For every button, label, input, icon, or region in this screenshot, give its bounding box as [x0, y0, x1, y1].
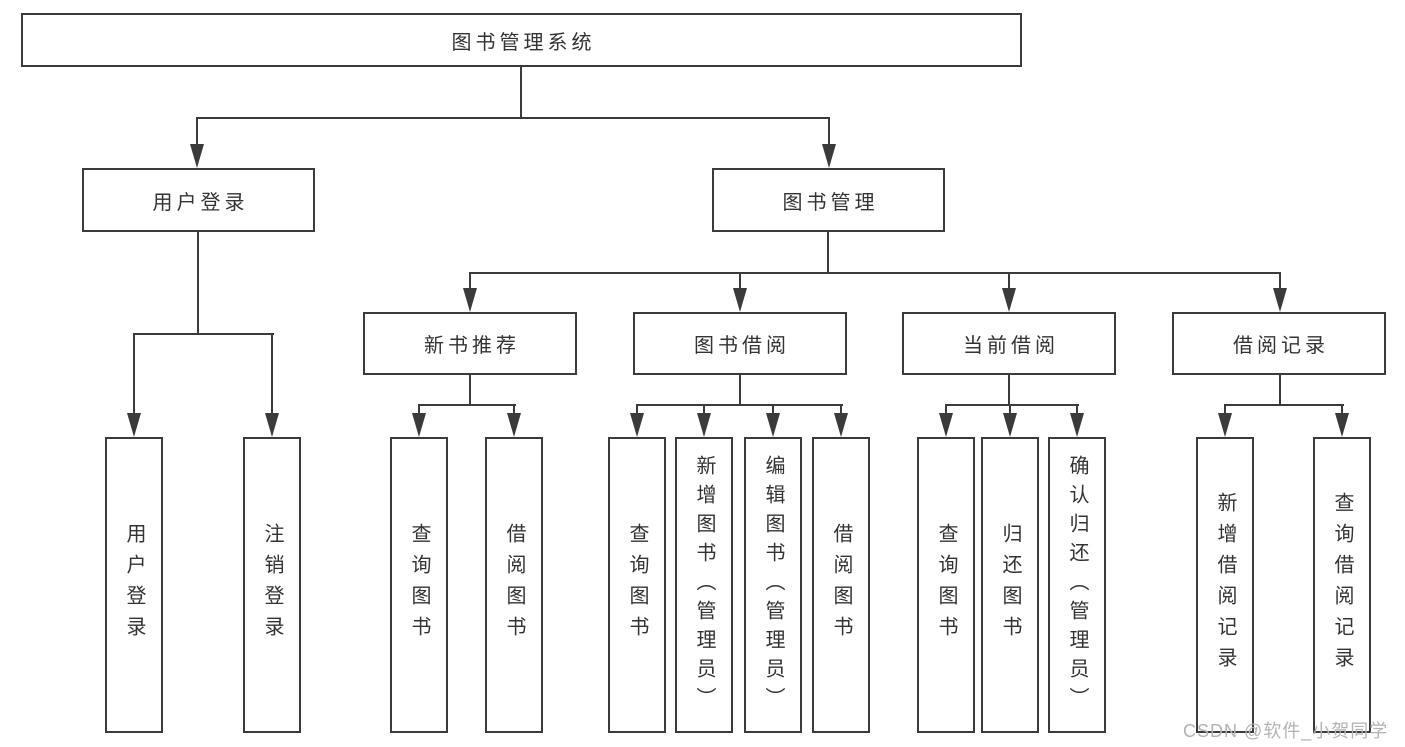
leaf-query-record: 查询借阅记录 — [1313, 437, 1371, 733]
connector-drop-book-borrow — [739, 273, 741, 290]
leaf-borrow-book-2: 借阅图书 — [812, 437, 870, 733]
connector-user-login-stem — [197, 232, 199, 335]
connector-book-mgmt-stem — [827, 232, 829, 274]
connector-drop-leaf-user-login — [133, 334, 135, 414]
leaf-query-book-3-label: 查询图书 — [935, 523, 957, 647]
csdn-watermark: CSDN @软件_小贺同学 — [1183, 721, 1389, 741]
node-current-borrow-label: 当前借阅 — [963, 335, 1059, 357]
connector-drop-current-borrow — [1008, 273, 1010, 290]
arrow-leaf-user-login — [127, 413, 141, 437]
connector-drop-add-record — [1224, 405, 1226, 415]
connector-drop-leaf-logout — [271, 334, 273, 414]
connector-drop-borrow-book-2 — [840, 405, 842, 415]
arrow-borrow-book-2 — [834, 413, 848, 437]
node-root: 图书管理系统 — [21, 13, 1022, 67]
leaf-edit-book: 编辑图书（管理员） — [744, 437, 802, 733]
connector-new-book-rec-branch — [418, 404, 516, 406]
connector-root-stem — [520, 67, 522, 119]
leaf-borrow-book-1-label: 借阅图书 — [503, 523, 525, 647]
connector-current-borrow-stem — [1008, 375, 1010, 406]
leaf-user-login-label: 用户登录 — [123, 523, 145, 647]
node-new-book-rec-label: 新书推荐 — [424, 335, 520, 357]
node-book-mgmt-label: 图书管理 — [782, 191, 879, 214]
connector-drop-borrow-record — [1279, 273, 1281, 290]
node-user-login-label: 用户登录 — [152, 191, 249, 214]
connector-drop-query-record — [1341, 405, 1343, 415]
node-borrow-record-label: 借阅记录 — [1233, 335, 1329, 357]
connector-new-book-rec-stem — [469, 375, 471, 406]
node-root-label: 图书管理系统 — [451, 31, 596, 54]
arrow-new-book-rec — [463, 288, 477, 312]
arrow-book-borrow — [733, 288, 747, 312]
connector-drop-edit-book — [772, 405, 774, 415]
arrow-query-record — [1335, 413, 1349, 437]
connector-book-borrow-stem — [739, 375, 741, 406]
connector-drop-add-book — [703, 405, 705, 415]
node-user-login: 用户登录 — [82, 168, 315, 232]
leaf-query-record-label: 查询借阅记录 — [1331, 492, 1353, 678]
leaf-confirm-return: 确认归还（管理员） — [1048, 437, 1106, 733]
connector-current-borrow-branch — [945, 404, 1079, 406]
connector-drop-return-book — [1009, 405, 1011, 415]
leaf-add-book-label: 新增图书（管理员） — [693, 454, 715, 716]
arrow-user-login — [190, 144, 204, 168]
arrow-borrow-book-1 — [507, 413, 521, 437]
arrow-query-book-3 — [939, 413, 953, 437]
leaf-return-book: 归还图书 — [981, 437, 1039, 733]
arrow-query-book-2 — [630, 413, 644, 437]
connector-book-borrow-branch — [636, 404, 843, 406]
connector-user-login-branch — [133, 333, 274, 335]
leaf-confirm-return-label: 确认归还（管理员） — [1066, 454, 1088, 716]
connector-borrow-record-branch — [1224, 404, 1344, 406]
leaf-query-book-3: 查询图书 — [917, 437, 975, 733]
leaf-logout: 注销登录 — [243, 437, 301, 733]
node-book-borrow: 图书借阅 — [633, 312, 847, 375]
connector-drop-book-mgmt — [828, 118, 830, 146]
leaf-add-record-label: 新增借阅记录 — [1214, 492, 1236, 678]
leaf-query-book-2-label: 查询图书 — [626, 523, 648, 647]
leaf-query-book-1-label: 查询图书 — [408, 523, 430, 647]
leaf-add-record: 新增借阅记录 — [1196, 437, 1254, 733]
leaf-borrow-book-1: 借阅图书 — [485, 437, 543, 733]
connector-level3-branch — [469, 272, 1281, 274]
connector-drop-query-book-3 — [945, 405, 947, 415]
node-new-book-rec: 新书推荐 — [363, 312, 577, 375]
node-book-borrow-label: 图书借阅 — [694, 335, 790, 357]
connector-drop-borrow-book-1 — [513, 405, 515, 415]
node-current-borrow: 当前借阅 — [902, 312, 1116, 375]
node-book-mgmt: 图书管理 — [712, 168, 945, 232]
leaf-borrow-book-2-label: 借阅图书 — [830, 523, 852, 647]
arrow-book-mgmt — [822, 144, 836, 168]
arrow-add-book — [697, 413, 711, 437]
arrow-borrow-record — [1273, 288, 1287, 312]
leaf-query-book-2: 查询图书 — [608, 437, 666, 733]
leaf-logout-label: 注销登录 — [261, 523, 283, 647]
leaf-edit-book-label: 编辑图书（管理员） — [762, 454, 784, 716]
arrow-query-book-1 — [412, 413, 426, 437]
connector-drop-new-book-rec — [469, 273, 471, 290]
connector-borrow-record-stem — [1279, 375, 1281, 406]
arrow-return-book — [1003, 413, 1017, 437]
leaf-return-book-label: 归还图书 — [999, 523, 1021, 647]
node-borrow-record: 借阅记录 — [1172, 312, 1386, 375]
connector-drop-user-login — [196, 118, 198, 146]
connector-level2-branch — [196, 117, 830, 119]
arrow-leaf-logout — [265, 413, 279, 437]
connector-drop-query-book-1 — [418, 405, 420, 415]
arrow-confirm-return — [1070, 413, 1084, 437]
arrow-current-borrow — [1002, 288, 1016, 312]
arrow-add-record — [1218, 413, 1232, 437]
leaf-add-book: 新增图书（管理员） — [675, 437, 733, 733]
leaf-user-login: 用户登录 — [105, 437, 163, 733]
connector-drop-query-book-2 — [636, 405, 638, 415]
arrow-edit-book — [766, 413, 780, 437]
connector-drop-confirm-return — [1076, 405, 1078, 415]
leaf-query-book-1: 查询图书 — [390, 437, 448, 733]
